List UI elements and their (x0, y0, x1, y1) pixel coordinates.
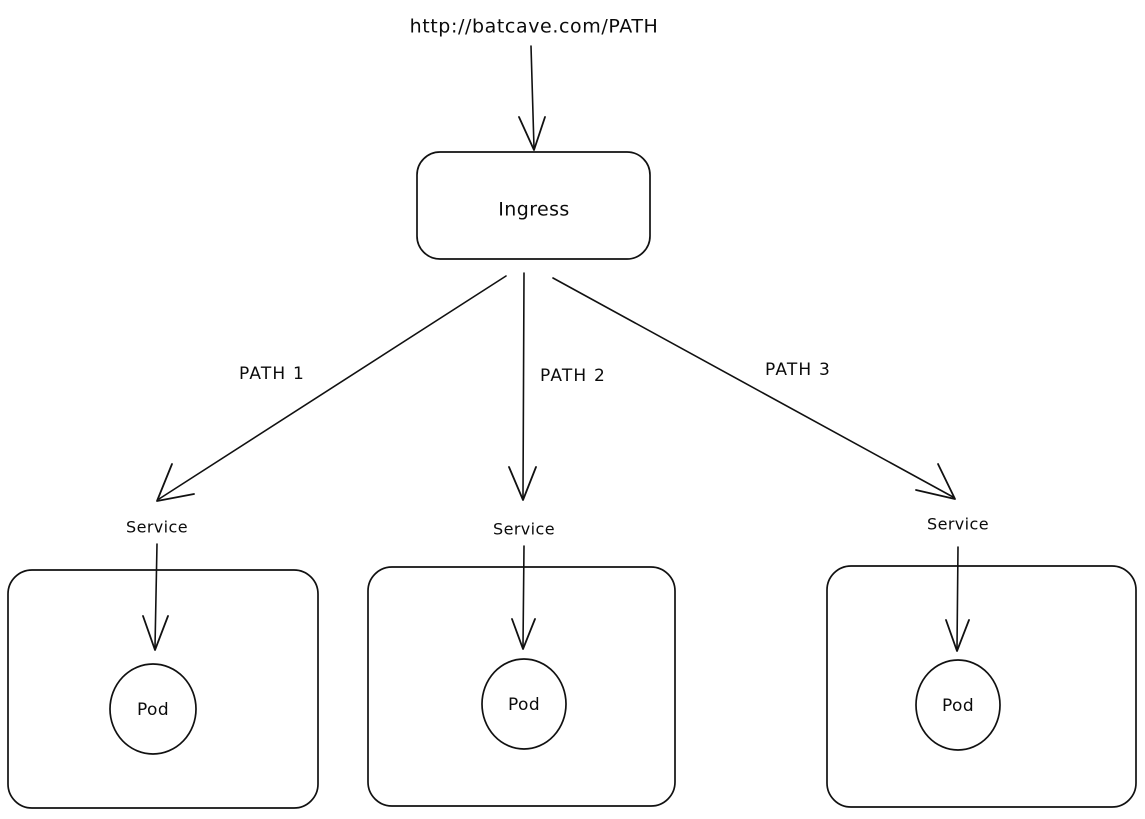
edge-path-3-label: PATH 3 (765, 360, 831, 380)
service-node-3[interactable]: Service (927, 515, 989, 652)
edge-path-3: PATH 3 (552, 277, 956, 500)
url-to-ingress-arrow (518, 45, 546, 151)
node-container-1[interactable]: Pod (7, 569, 319, 809)
pod-circle-3 (915, 659, 1001, 751)
ingress-label: Ingress (498, 199, 569, 221)
ingress-box (416, 151, 651, 260)
service-node-2[interactable]: Service (493, 520, 555, 650)
node-box-2 (367, 566, 676, 807)
node-box-3 (826, 565, 1137, 808)
service-3-label: Service (927, 515, 989, 534)
pod-3-label: Pod (942, 696, 974, 716)
service-1-label: Service (126, 518, 188, 537)
edge-path-1-label: PATH 1 (239, 364, 305, 384)
node-box-1 (7, 569, 319, 809)
node-container-3[interactable]: Pod (826, 565, 1137, 808)
node-container-2[interactable]: Pod (367, 566, 676, 807)
pod-1-label: Pod (137, 700, 169, 720)
pod-2-label: Pod (508, 695, 540, 715)
edge-path-2: PATH 2 (508, 272, 606, 501)
source-url-label: http://batcave.com/PATH (410, 16, 659, 38)
service-2-label: Service (493, 520, 555, 539)
service-node-1[interactable]: Service (126, 518, 188, 651)
edge-path-2-label: PATH 2 (540, 366, 606, 386)
ingress-node[interactable]: Ingress (416, 151, 651, 260)
pod-circle-2 (481, 658, 567, 750)
pod-circle-1 (109, 663, 197, 755)
edge-path-1: PATH 1 (156, 275, 507, 502)
